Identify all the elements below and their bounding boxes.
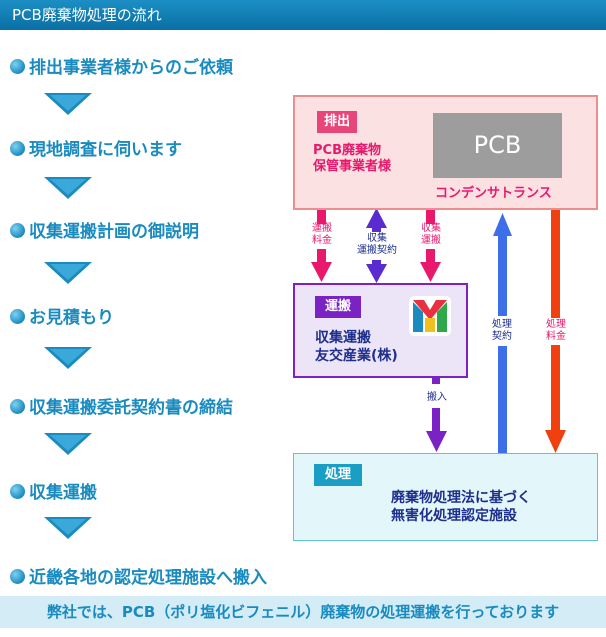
- step-request: 排出事業者様からのご依頼: [10, 53, 233, 78]
- step-plan-explanation: 収集運搬計画の御説明: [10, 217, 199, 242]
- company-logo-icon: [409, 296, 451, 336]
- down-triangle-icon: [44, 517, 92, 539]
- delivery-label: 搬入: [427, 392, 447, 403]
- transport-contract-label: 収集 運搬契約: [357, 233, 397, 256]
- discharger-tag: 排出: [317, 111, 357, 133]
- processing-tag: 処理: [314, 464, 362, 486]
- discharger-text: PCB廃棄物 保管事業者様: [313, 143, 392, 174]
- discharger-box: 排出 PCB廃棄物 保管事業者様 PCB コンデンサトランス: [293, 95, 598, 210]
- down-triangle-icon: [44, 262, 92, 284]
- transport-box: 運搬 収集運搬 友交産業(株): [293, 283, 468, 378]
- processing-contract-label: 処理 契約: [492, 319, 512, 342]
- transport-text: 収集運搬 友交産業(株): [315, 330, 398, 364]
- step-delivery: 近畿各地の認定処理施設へ搬入: [10, 563, 267, 588]
- page-header: PCB廃棄物処理の流れ: [0, 0, 606, 30]
- step-contract: 収集運搬委託契約書の締結: [10, 393, 233, 418]
- bullet-icon: [10, 141, 25, 156]
- step-transport: 収集運搬: [10, 478, 97, 503]
- processing-contract-arrow: [493, 213, 512, 453]
- delivery-arrow: [426, 378, 447, 452]
- transformer-label: コンデンサトランス: [435, 186, 552, 201]
- down-triangle-icon: [44, 433, 92, 455]
- transport-fee-label: 運搬 料金: [312, 223, 332, 246]
- pcb-block: PCB: [433, 113, 562, 178]
- down-triangle-icon: [44, 177, 92, 199]
- step-site-survey: 現地調査に伺います: [10, 135, 182, 160]
- bullet-icon: [10, 223, 25, 238]
- down-triangle-icon: [44, 347, 92, 369]
- processing-fee-label: 処理 料金: [546, 319, 566, 342]
- processing-text: 廃棄物処理法に基づく 無害化処理認定施設: [391, 490, 531, 524]
- collection-transport-label: 収集 運搬: [421, 223, 441, 246]
- footer-text: 弊社では、PCB（ポリ塩化ビフェニル）廃棄物の処理運搬を行っております: [46, 603, 560, 621]
- bullet-icon: [10, 399, 25, 414]
- page-title: PCB廃棄物処理の流れ: [12, 6, 162, 24]
- down-triangle-icon: [44, 93, 92, 115]
- collection-transport-arrow: [420, 210, 441, 282]
- step-estimate: お見積もり: [10, 303, 114, 328]
- bullet-icon: [10, 309, 25, 324]
- transport-fee-arrow: [311, 210, 332, 282]
- processing-box: 処理 廃棄物処理法に基づく 無害化処理認定施設: [293, 453, 598, 541]
- bullet-icon: [10, 484, 25, 499]
- footer-banner: 弊社では、PCB（ポリ塩化ビフェニル）廃棄物の処理運搬を行っております: [0, 596, 606, 628]
- transport-contract-arrow: [366, 208, 387, 283]
- bullet-icon: [10, 59, 25, 74]
- transport-tag: 運搬: [315, 296, 361, 318]
- processing-fee-arrow: [545, 210, 566, 453]
- bullet-icon: [10, 569, 25, 584]
